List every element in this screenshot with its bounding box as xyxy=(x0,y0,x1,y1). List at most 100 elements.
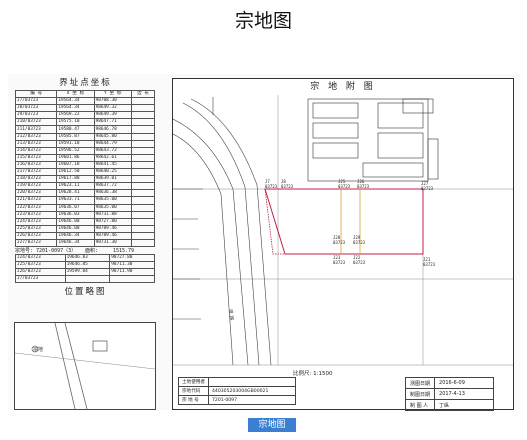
coordinate-cell xyxy=(64,275,111,284)
coordinate-cell: J13/03723 xyxy=(14,139,58,148)
coordinate-cell xyxy=(130,196,156,205)
point-id-label: J26 xyxy=(357,179,365,184)
coordinate-cell xyxy=(130,111,156,120)
coordinate-cell: 98646.78 xyxy=(93,125,132,134)
coordinate-cell: 98649.39 xyxy=(93,111,132,120)
owner-value xyxy=(207,377,296,387)
coordinate-cell: J11/03723 xyxy=(14,125,58,134)
point-sub-label: 03723 xyxy=(338,184,351,189)
coordinate-cell: J20/03723 xyxy=(14,189,58,198)
col-header: 边 长 xyxy=(130,89,156,99)
coordinate-cell: 19585.87 xyxy=(56,132,95,141)
coordinate-cell xyxy=(130,104,156,113)
coordinate-cell xyxy=(130,210,156,219)
coordinate-cell: 98635.00 xyxy=(93,196,132,205)
coordinate-cell: 19633.71 xyxy=(56,196,95,205)
parcel-boundary xyxy=(264,188,424,255)
point-sub-label: 03723 xyxy=(333,260,346,265)
area-row: 宗地号: 7201-0097（3）面积:1515.79 xyxy=(15,247,155,254)
coordinate-cell: J25/03723 xyxy=(15,261,66,270)
coordinate-cell xyxy=(130,118,156,127)
coordinate-cell: 98727.80 xyxy=(109,254,155,263)
page-title: 宗地图 xyxy=(234,10,292,32)
coordinate-cell: J9/03723 xyxy=(14,111,58,120)
coordinate-cell: 98637.72 xyxy=(93,182,132,191)
point-id-label: J27 xyxy=(421,181,429,186)
area-value: 1515.79 xyxy=(113,248,135,255)
date-value: 丁纵 xyxy=(434,399,495,411)
coordinate-row: J7/03723 xyxy=(15,275,155,284)
point-sub-label: 03723 xyxy=(423,262,436,267)
point-id-label: J7 xyxy=(265,179,270,184)
coordinate-cell: 98639.01 xyxy=(93,175,132,184)
owner-value: 440305203004GB00021 xyxy=(207,386,296,396)
coordinate-cell xyxy=(130,160,156,170)
point-id-label: J8 xyxy=(281,179,286,184)
coordinate-cell: J22/03723 xyxy=(14,203,58,212)
coordinate-cell: 98642.61 xyxy=(93,153,132,162)
coordinate-cell: J17/03723 xyxy=(14,168,58,177)
coordinate-cell xyxy=(130,238,156,248)
col-header: 编 号 xyxy=(14,89,58,99)
coordinate-cell: 98636.38 xyxy=(93,189,132,198)
coordinate-cell: 19636.03 xyxy=(56,210,95,219)
coordinate-cell xyxy=(130,125,156,134)
coordinate-cell: 19617.80 xyxy=(56,175,95,184)
coordinate-cell: J27/03723 xyxy=(14,238,58,248)
coordinate-cell xyxy=(130,139,156,148)
coordinate-cell: 19612.50 xyxy=(56,168,95,177)
roads xyxy=(173,97,272,366)
coordinate-cell: J15/03723 xyxy=(14,153,58,162)
coordinate-cell: 98731.30 xyxy=(93,238,132,248)
coordinate-cell: 19628.41 xyxy=(56,189,95,198)
coordinate-cell xyxy=(130,146,156,155)
scale-label: 比例尺: 1:1500 xyxy=(293,371,333,377)
coordinate-cell: J7/03723 xyxy=(14,97,58,106)
coordinate-cell: 19564.34 xyxy=(56,97,95,106)
point-sub-label: 03723 xyxy=(281,184,294,189)
coordinate-cell: 98635.00 xyxy=(93,203,132,212)
date-value: 2016-6-09 xyxy=(434,377,495,389)
owner-key: 土地使用者 xyxy=(178,377,209,387)
coordinate-cell: 98789.46 xyxy=(93,231,132,240)
point-sub-label: 03723 xyxy=(333,240,346,245)
road-label: 道 路 xyxy=(227,309,235,321)
coordinate-cell: J16/03723 xyxy=(14,160,58,170)
coordinate-cell: 98711.90 xyxy=(109,268,155,277)
coordinate-cell xyxy=(130,175,156,184)
point-sub-label: 03723 xyxy=(353,260,366,265)
coordinate-cell: J21/03723 xyxy=(14,196,58,205)
point-id-label: J29 xyxy=(353,235,361,240)
point-id-label: J25 xyxy=(338,179,346,184)
coordinate-cell: 98645.80 xyxy=(93,132,132,141)
date-key: 测图日期 xyxy=(404,377,436,389)
coordinate-cell: J19/03723 xyxy=(14,182,58,191)
owner-value: 7201-0097 xyxy=(207,395,296,405)
coordinate-cell xyxy=(130,224,156,233)
coordinate-cell xyxy=(130,217,156,226)
point-id-label: J22 xyxy=(353,255,361,260)
coordinate-cell: 19596.52 xyxy=(56,146,95,155)
coordinate-cell: 19646.34 xyxy=(56,238,95,248)
owner-key: 宗地代码 xyxy=(178,386,209,396)
coordinate-cell: J14/03723 xyxy=(14,146,58,155)
coordinate-cell xyxy=(130,231,156,240)
coordinates-title: 界址点坐标 xyxy=(59,78,112,88)
coordinate-cell: 19599.84 xyxy=(64,268,111,277)
